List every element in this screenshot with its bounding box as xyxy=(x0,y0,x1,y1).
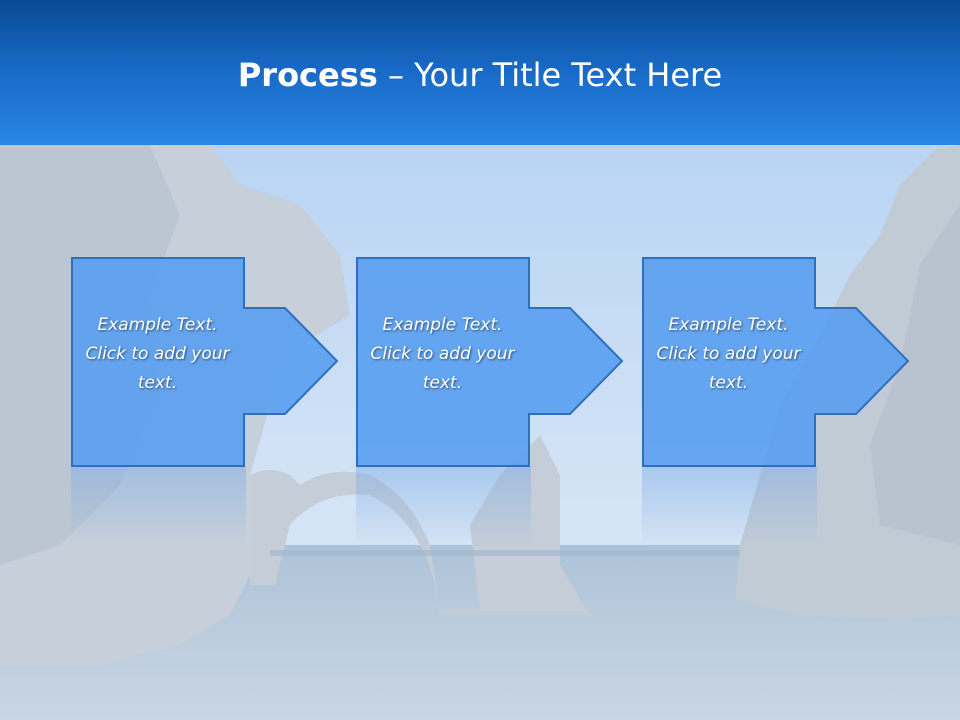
slide-title[interactable]: Process – Your Title Text Here xyxy=(0,52,960,98)
arrow-box-shape xyxy=(71,257,339,467)
process-step-2[interactable]: Example Text. Click to add your text. xyxy=(356,257,624,547)
title-bar: Process – Your Title Text Here xyxy=(0,0,960,145)
step-text[interactable]: Example Text. Click to add your text. xyxy=(656,315,801,393)
arrow-box-shape xyxy=(356,257,624,467)
step-text[interactable]: Example Text. Click to add your text. xyxy=(370,315,515,393)
step-text[interactable]: Example Text. Click to add your text. xyxy=(85,315,230,393)
box-reflection xyxy=(642,467,817,547)
title-rest: – Your Title Text Here xyxy=(377,56,723,94)
process-step-1[interactable]: Example Text. Click to add your text. xyxy=(71,257,339,547)
box-reflection xyxy=(71,467,246,547)
box-reflection xyxy=(356,467,531,547)
arrow-box-shape xyxy=(642,257,910,467)
process-step-3[interactable]: Example Text. Click to add your text. xyxy=(642,257,910,547)
title-bold: Process xyxy=(237,56,378,94)
